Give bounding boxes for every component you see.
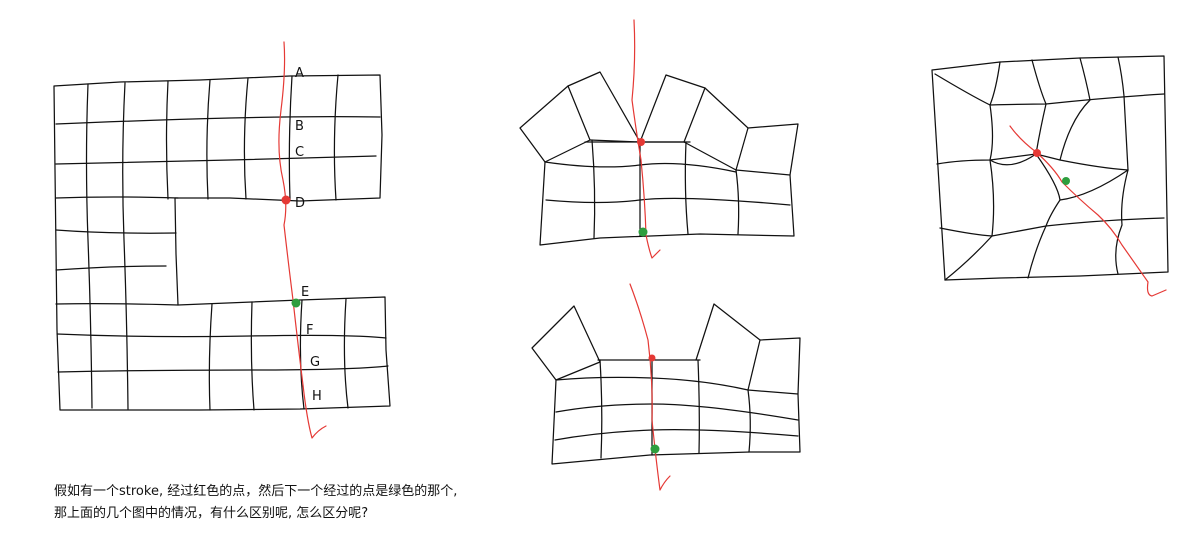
green-point xyxy=(650,444,660,454)
point-label-b: B xyxy=(295,119,304,134)
c-grid-v-line xyxy=(299,299,305,410)
red-point xyxy=(281,195,291,205)
v-grid-body xyxy=(551,379,801,465)
d-grid-h-line xyxy=(936,153,1129,171)
v-grid-v-line xyxy=(684,141,689,235)
d-grid-v-line xyxy=(1059,57,1091,161)
v-grid-v-line xyxy=(735,169,740,235)
v-grid-cell xyxy=(639,74,706,143)
v-grid-v-line xyxy=(747,389,751,453)
green-point xyxy=(1062,177,1070,185)
v-grid-v-line xyxy=(697,359,700,454)
point-label-g: G xyxy=(310,355,320,370)
c-grid-v-line xyxy=(85,83,93,409)
stroke-path xyxy=(278,41,327,439)
v-grid-cell xyxy=(531,305,601,381)
d-grid-outline xyxy=(931,55,1169,281)
question-caption: 假如有一个stroke, 经过红色的点，然后下一个经过的点是绿色的那个, 那上面… xyxy=(54,481,457,525)
v-grid-body xyxy=(539,161,795,246)
stroke-path xyxy=(629,283,671,491)
point-label-c: C xyxy=(295,145,304,160)
v-grid-h-line xyxy=(545,197,791,206)
d-grid-v-line xyxy=(1059,169,1129,201)
c-grid-h-line xyxy=(56,333,387,339)
c-grid-v-line xyxy=(206,79,211,200)
c-grid-v-line xyxy=(165,80,169,200)
v-grid-cell xyxy=(683,87,749,171)
c-grid-v-line xyxy=(122,82,129,410)
figure-v-notch-grid-bottom xyxy=(531,283,801,491)
v-grid-v-line xyxy=(591,139,596,239)
point-label-h: H xyxy=(312,389,322,404)
red-point xyxy=(648,354,656,362)
point-label-a: A xyxy=(295,66,304,81)
caption-line-1: 假如有一个stroke, 经过红色的点，然后下一个经过的点是绿色的那个, xyxy=(54,484,458,499)
v-grid-cell xyxy=(695,303,761,391)
d-grid-v-line xyxy=(944,61,1001,281)
c-grid-h-line xyxy=(55,265,167,271)
red-point xyxy=(1033,149,1041,157)
c-grid-v-line xyxy=(288,75,293,201)
c-grid-h-line xyxy=(57,365,389,373)
c-grid-v-line xyxy=(333,74,339,201)
c-grid-v-line xyxy=(250,301,255,411)
v-grid-cell xyxy=(567,71,641,143)
green-point xyxy=(291,298,301,308)
c-grid-h-line xyxy=(55,303,179,306)
c-grid-h-line xyxy=(55,229,177,234)
point-label-d: D xyxy=(295,196,305,211)
d-grid-h-line xyxy=(939,217,1165,237)
point-label-e: E xyxy=(301,285,309,300)
d-grid-v-line xyxy=(1027,59,1061,279)
figure-distorted-grid xyxy=(931,55,1169,297)
c-grid-v-line xyxy=(343,298,349,409)
v-grid-cell xyxy=(747,337,801,395)
d-grid-v-line xyxy=(1115,56,1129,275)
stroke-path xyxy=(631,19,661,259)
d-grid-v-line xyxy=(989,153,1037,166)
c-grid-h-line xyxy=(55,196,179,199)
v-grid-cell xyxy=(519,85,591,163)
point-label-f: F xyxy=(306,323,313,338)
d-grid-h-line xyxy=(934,73,1165,106)
v-grid-cell xyxy=(735,123,799,176)
c-grid-h-line xyxy=(55,116,381,125)
figure-c-shaped-grid: A B C D E F G H xyxy=(53,41,391,439)
v-grid-h-line xyxy=(554,428,799,441)
red-point xyxy=(637,138,645,146)
v-grid-h-line xyxy=(555,403,799,421)
figure-v-notch-grid-top xyxy=(519,19,799,259)
v-grid-v-line xyxy=(599,359,603,459)
c-grid-h-line xyxy=(55,155,377,165)
green-point xyxy=(638,227,648,237)
caption-line-2: 那上面的几个图中的情况，有什么区别呢, 怎么区分呢? xyxy=(54,506,369,521)
c-grid-v-line xyxy=(208,303,213,411)
c-grid-v-line xyxy=(243,77,249,200)
c-grid-outline xyxy=(53,74,391,411)
